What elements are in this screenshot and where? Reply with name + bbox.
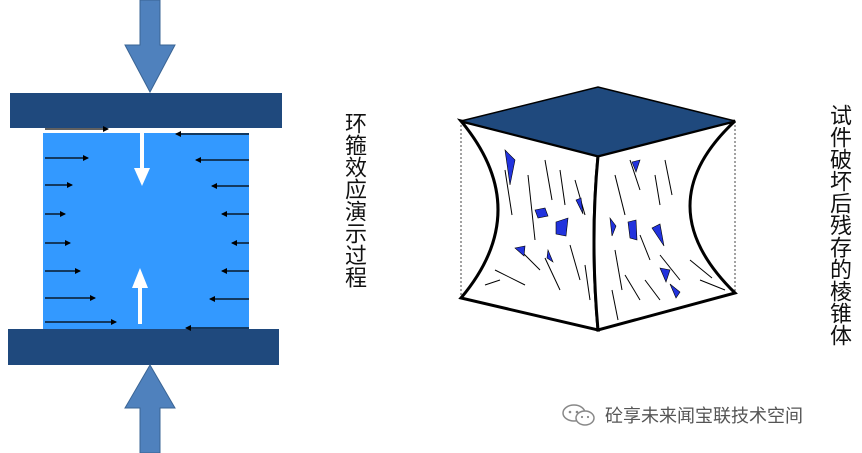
original-outline [460,121,736,298]
bottom-load-arrow [124,364,176,453]
crack-lines [484,159,726,321]
watermark-text: 砼享未来闻宝联技术空间 [605,406,803,427]
watermark: 砼享未来闻宝联技术空间 [561,402,803,428]
bottom-platen [8,329,279,365]
spall-fragments [504,149,681,299]
top-face [460,86,736,157]
right-friction-arrows [175,131,249,331]
residual-pyramid-label: 试件破坏后残存的棱锥体 [826,104,851,346]
hoop-effect-label: 环箍效应演示过程 [341,112,366,288]
front-face [456,118,600,332]
top-load-arrow [124,0,176,94]
left-friction-arrows [45,126,117,325]
side-face [592,119,738,332]
top-platen [10,93,282,128]
internal-compression-arrows [132,133,150,324]
wechat-icon [561,403,597,427]
